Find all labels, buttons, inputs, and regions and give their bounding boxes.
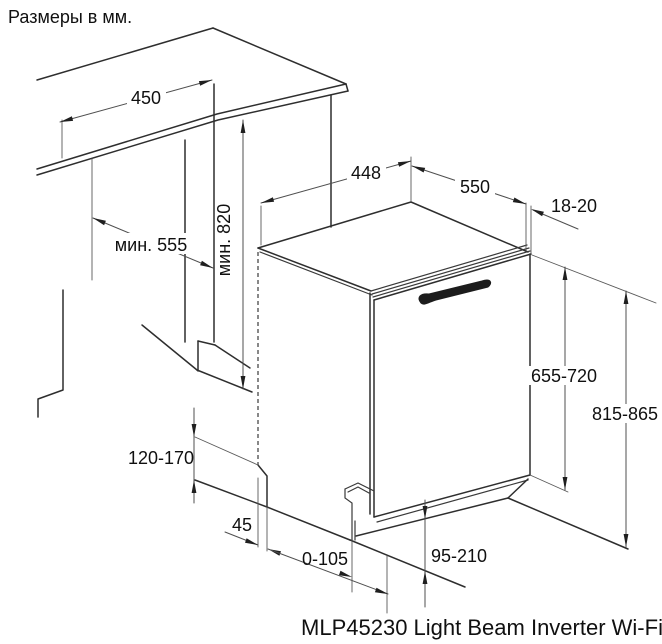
dim-appliance-width: 448	[260, 156, 412, 246]
dim-door-height: 655-720	[528, 254, 657, 493]
label-appliance-depth: 550	[460, 177, 490, 197]
cabinet-niche	[37, 83, 351, 541]
foot-bracket	[344, 482, 375, 542]
label-door-bottom-adjust: 0-105	[302, 549, 348, 569]
dim-plinth-height: 120-170	[128, 407, 259, 504]
label-plinth-height: 120-170	[128, 448, 194, 468]
dim-niche-width: 450	[59, 79, 213, 159]
label-appliance-width: 448	[351, 163, 381, 183]
door-handle	[418, 279, 492, 305]
dim-base-clearance: 95-210	[422, 499, 487, 608]
label-niche-height: мин. 820	[214, 204, 234, 276]
label-base-clearance: 95-210	[431, 546, 487, 566]
label-panel-thickness: 18-20	[551, 196, 597, 216]
dim-niche-depth: мин. 555	[91, 158, 214, 281]
label-plinth-recess: 45	[232, 515, 252, 535]
label-door-height: 655-720	[531, 366, 597, 386]
label-niche-width: 450	[131, 88, 161, 108]
dim-door-bottom-adjust: 0-105	[267, 540, 389, 614]
dim-plinth-recess: 45	[224, 477, 281, 556]
dim-niche-height: мин. 820	[214, 119, 246, 390]
dim-panel-thickness: 18-20	[531, 196, 597, 230]
label-overall-height: 815-865	[592, 404, 658, 424]
model-caption: MLP45230 Light Beam Inverter Wi-Fi	[301, 615, 662, 640]
label-niche-depth: мин. 555	[115, 235, 187, 255]
dishwasher	[257, 201, 629, 588]
dim-appliance-depth: 550	[411, 165, 532, 254]
page-title: Размеры в мм.	[8, 7, 132, 27]
dim-overall-height: 815-865	[590, 290, 658, 548]
countertop	[36, 27, 349, 176]
